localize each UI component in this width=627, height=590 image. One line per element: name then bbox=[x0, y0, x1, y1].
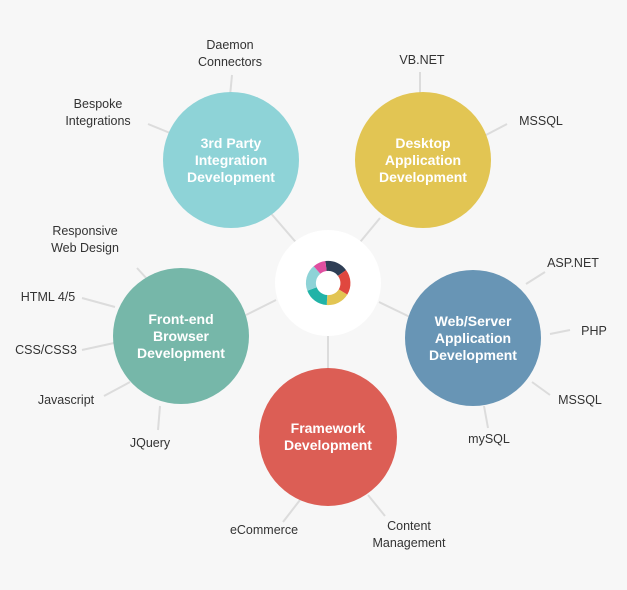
connector-line bbox=[147, 123, 171, 134]
label-jquery: JQuery bbox=[129, 436, 171, 450]
hub-label: Front-end Browser Development bbox=[137, 310, 225, 361]
label-responsive-web-design: Responsive Web Design bbox=[51, 224, 119, 255]
label-aspnet: ASP.NET bbox=[547, 256, 599, 270]
label-daemon-connectors: Daemon Connectors bbox=[198, 38, 262, 69]
label-content-management: Content Management bbox=[372, 519, 446, 550]
hub-desktop-application: Desktop Application Development bbox=[355, 92, 491, 228]
hub-3rd-party-integration: 3rd Party Integration Development bbox=[163, 92, 299, 228]
connector-line bbox=[549, 329, 571, 335]
connector-line bbox=[485, 123, 508, 136]
label-html: HTML 4/5 bbox=[20, 290, 76, 304]
connector-line bbox=[81, 342, 115, 351]
hub-label: 3rd Party Integration Development bbox=[187, 134, 275, 185]
label-bespoke-integrations: Bespoke Integrations bbox=[65, 97, 131, 128]
hub-label: Framework Development bbox=[284, 420, 372, 453]
connector-line bbox=[367, 494, 386, 517]
label-ecommerce: eCommerce bbox=[229, 523, 299, 537]
label-mssql-web: MSSQL bbox=[558, 393, 602, 407]
label-css: CSS/CSS3 bbox=[15, 343, 77, 357]
connector-line bbox=[282, 499, 301, 523]
connector-line bbox=[483, 405, 489, 429]
connector-line bbox=[157, 405, 161, 431]
hub-web-server-application: Web/Server Application Development bbox=[405, 270, 541, 406]
hub-label: Web/Server Application Development bbox=[429, 312, 517, 363]
label-javascript: Javascript bbox=[37, 393, 95, 407]
connector-line bbox=[103, 381, 131, 397]
connector-line bbox=[525, 271, 546, 285]
connector-line bbox=[245, 299, 277, 316]
label-mssql-desktop: MSSQL bbox=[519, 114, 563, 128]
center-logo-circle bbox=[275, 230, 381, 336]
connector-line bbox=[531, 381, 551, 396]
logo-ring-icon bbox=[305, 260, 351, 306]
label-vbnet: VB.NET bbox=[399, 53, 445, 67]
hub-label: Desktop Application Development bbox=[379, 134, 467, 185]
label-php: PHP bbox=[581, 324, 607, 338]
connector-line bbox=[378, 301, 413, 319]
hub-frontend-browser: Front-end Browser Development bbox=[113, 268, 249, 404]
connector-line bbox=[81, 297, 116, 308]
label-mysql: mySQL bbox=[468, 432, 510, 446]
hub-framework: Framework Development bbox=[259, 368, 397, 506]
